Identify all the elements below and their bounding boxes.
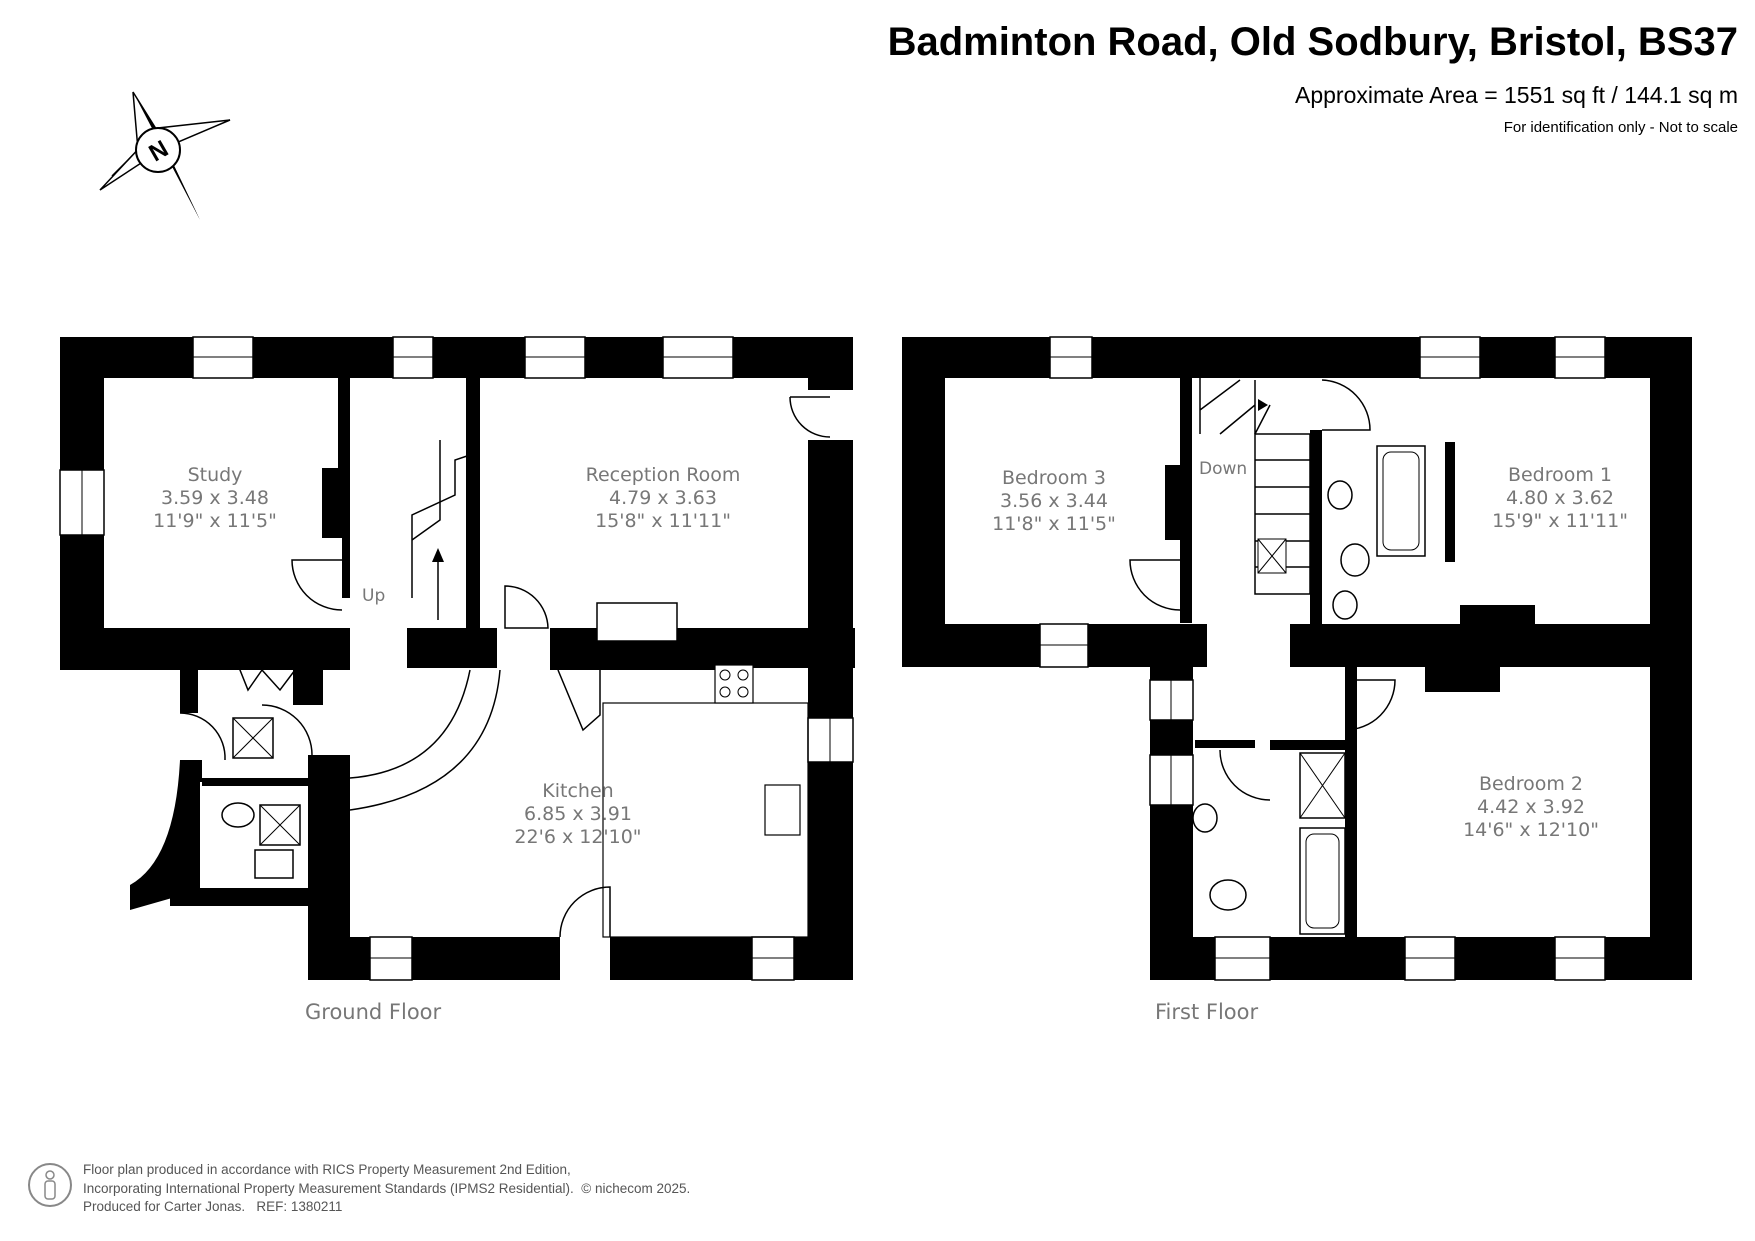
- footer-line-2: Incorporating International Property Mea…: [83, 1180, 690, 1199]
- room-metric-kitchen: 6.85 x 3.91: [524, 803, 632, 825]
- stairs-up-label: Up: [362, 586, 385, 606]
- room-metric-bedroom-1: 4.80 x 3.62: [1506, 487, 1614, 509]
- room-metric-bedroom-3: 3.56 x 3.44: [1000, 490, 1108, 512]
- ground-floor-label: Ground Floor: [305, 1000, 442, 1024]
- room-imperial-bedroom-1: 15'9" x 11'11": [1492, 510, 1628, 532]
- footer-produced-for: Produced for Carter Jonas.: [83, 1199, 246, 1214]
- room-imperial-reception: 15'8" x 11'11": [595, 510, 731, 532]
- compass-icon: N: [99, 91, 231, 220]
- footer-copyright: © nichecom 2025.: [581, 1180, 691, 1196]
- room-metric-study: 3.59 x 3.48: [161, 487, 269, 509]
- footer-line-2-text: Incorporating International Property Mea…: [83, 1180, 574, 1196]
- stairs-down-label: Down: [1199, 459, 1247, 479]
- room-name-kitchen: Kitchen: [542, 780, 613, 802]
- footer-line-3: Produced for Carter Jonas. REF: 1380211: [83, 1198, 690, 1217]
- footer-line-1: Floor plan produced in accordance with R…: [83, 1162, 571, 1177]
- room-imperial-study: 11'9" x 11'5": [153, 510, 277, 532]
- plan-title: Badminton Road, Old Sodbury, Bristol, BS…: [887, 20, 1738, 64]
- room-name-bedroom-2: Bedroom 2: [1479, 773, 1583, 795]
- footer-ref: REF: 1380211: [256, 1199, 343, 1214]
- room-name-bedroom-3: Bedroom 3: [1002, 467, 1106, 489]
- room-name-bedroom-1: Bedroom 1: [1508, 464, 1612, 486]
- ground-floor-plan: [59, 336, 855, 981]
- first-floor-plan: [902, 336, 1692, 981]
- room-name-study: Study: [188, 464, 243, 486]
- room-imperial-bedroom-3: 11'8" x 11'5": [992, 513, 1116, 535]
- room-name-reception: Reception Room: [586, 464, 741, 486]
- disclaimer-note: For identification only - Not to scale: [1503, 119, 1738, 136]
- approximate-area: Approximate Area = 1551 sq ft / 144.1 sq…: [1294, 82, 1738, 108]
- room-metric-bedroom-2: 4.42 x 3.92: [1477, 796, 1585, 818]
- room-imperial-bedroom-2: 14'6" x 12'10": [1463, 819, 1599, 841]
- room-metric-reception: 4.79 x 3.63: [609, 487, 717, 509]
- footer-credits: Floor plan produced in accordance with R…: [83, 1161, 690, 1217]
- person-icon: [28, 1163, 72, 1207]
- room-imperial-kitchen: 22'6 x 12'10": [514, 826, 641, 848]
- first-floor-label: First Floor: [1155, 1000, 1258, 1024]
